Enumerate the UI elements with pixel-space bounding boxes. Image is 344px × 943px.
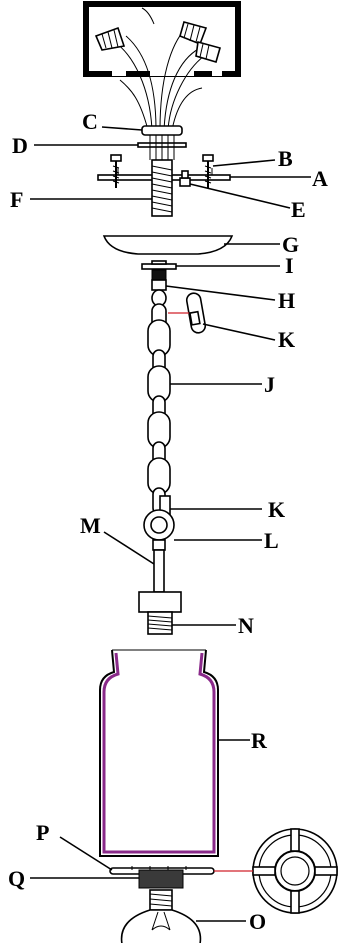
stem-rod	[153, 549, 165, 593]
wire-nut-right	[195, 40, 221, 63]
leader-p	[59, 836, 113, 871]
label-i: I	[285, 253, 294, 278]
leader-k-upper	[202, 323, 276, 341]
quick-link-upper	[185, 292, 207, 334]
light-bulb	[120, 889, 202, 943]
junction-box	[83, 1, 241, 77]
label-l: L	[264, 528, 279, 553]
label-e: E	[291, 197, 306, 222]
mounting-screw-left	[110, 154, 122, 188]
socket-ring	[138, 869, 184, 889]
label-r: R	[251, 728, 268, 753]
locking-ring	[141, 260, 177, 270]
label-f: F	[10, 187, 23, 212]
label-g: G	[282, 232, 299, 257]
label-a: A	[312, 166, 328, 191]
label-o: O	[249, 909, 266, 934]
label-k-upper: K	[278, 327, 295, 352]
leader-m	[103, 531, 155, 565]
top-hook	[151, 269, 167, 307]
label-n: N	[238, 613, 254, 638]
threaded-nipple	[151, 159, 173, 217]
lamp-socket	[138, 591, 182, 635]
loop-ring	[143, 509, 175, 551]
strain-relief-clamp	[137, 125, 187, 160]
label-q: Q	[8, 866, 25, 891]
glass-shade	[99, 649, 219, 857]
leader-e	[189, 183, 291, 209]
label-m: M	[80, 513, 101, 538]
mounting-screw-right	[202, 154, 214, 188]
leader-b	[212, 159, 276, 167]
wire-nut-middle	[179, 21, 208, 46]
leader-h	[165, 285, 276, 301]
canopy	[102, 235, 234, 255]
wire-nut-left	[94, 26, 126, 51]
label-p: P	[36, 820, 49, 845]
label-b: B	[278, 146, 293, 171]
chain	[147, 303, 171, 515]
shade-ring-top-view	[252, 828, 338, 914]
label-h: H	[278, 288, 295, 313]
label-d: D	[12, 133, 28, 158]
label-k-lower: K	[268, 497, 285, 522]
label-c: C	[82, 109, 98, 134]
label-j: J	[264, 372, 275, 397]
leader-c	[101, 126, 143, 131]
ground-screw	[179, 170, 191, 187]
